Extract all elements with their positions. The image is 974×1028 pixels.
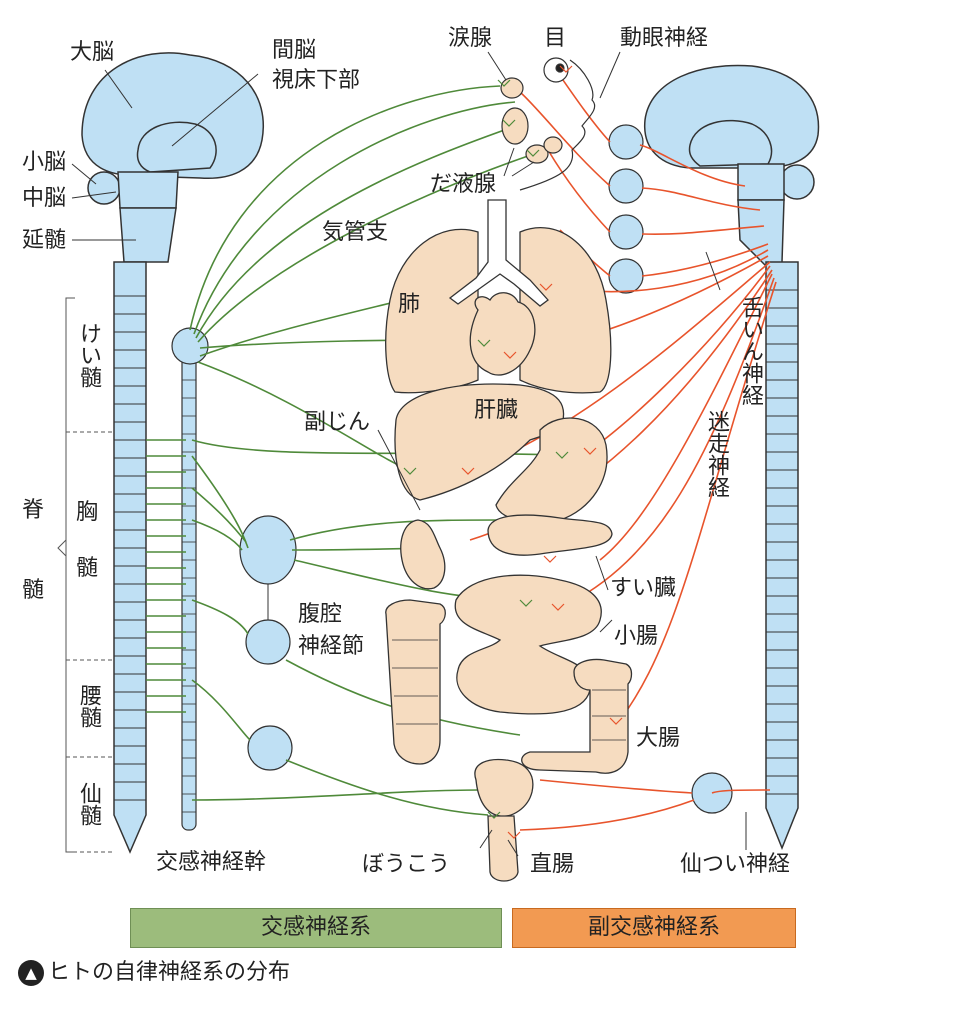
sublingual-gland bbox=[543, 136, 563, 154]
figure-caption: ▲ヒトの自律神経系の分布 bbox=[18, 958, 290, 988]
parasympathetic-synapse-marks bbox=[461, 65, 623, 839]
celiac-ganglion bbox=[239, 515, 297, 585]
label-salivary-gland: だ液腺 bbox=[430, 172, 497, 197]
right-diencephalon bbox=[688, 119, 773, 167]
inferior-mesenteric-ganglion bbox=[247, 725, 293, 771]
right-spinal-cord bbox=[765, 261, 799, 851]
label-bronchi: 気管支 bbox=[322, 220, 389, 245]
label-sympathetic-trunk: 交感神経幹 bbox=[156, 850, 267, 875]
left-cerebellum bbox=[87, 171, 121, 205]
label-large-intestine: 大腸 bbox=[636, 726, 681, 751]
label-cerebellum: 小脳 bbox=[22, 150, 67, 175]
mesenteric-ganglion bbox=[245, 619, 291, 665]
label-glossopharyngeal-nerve: 舌いん神経 bbox=[738, 296, 763, 406]
label-pancreas: すい臓 bbox=[610, 576, 677, 601]
descending-colon bbox=[521, 658, 633, 774]
left-spinal-cord bbox=[113, 261, 147, 854]
legend-parasympathetic: 副交感神経系 bbox=[512, 908, 796, 948]
label-bladder: ぼうこう bbox=[362, 852, 451, 877]
label-oculomotor-nerve: 動眼神経 bbox=[620, 26, 709, 51]
upper-leader-lines bbox=[487, 51, 621, 177]
label-lung: 肺 bbox=[398, 292, 421, 317]
abdominal-organs bbox=[385, 383, 633, 882]
eye-and-glands bbox=[500, 57, 569, 164]
left-kidney bbox=[400, 519, 446, 590]
label-sacral-nerve: 仙つい神経 bbox=[680, 852, 791, 877]
label-small-intestine: 小腸 bbox=[614, 624, 659, 649]
label-midbrain: 中脳 bbox=[22, 186, 67, 211]
label-cerebrum: 大脳 bbox=[70, 40, 115, 65]
heart bbox=[469, 292, 536, 376]
label-cervical-cord: けい髄 bbox=[76, 322, 101, 388]
sympathetic-trunk bbox=[171, 327, 209, 831]
left-midbrain bbox=[117, 171, 179, 209]
right-cerebrum bbox=[644, 64, 820, 169]
trachea bbox=[448, 199, 549, 307]
caption-marker-icon: ▲ bbox=[18, 960, 44, 986]
left-medulla bbox=[119, 207, 177, 263]
parotid-gland bbox=[501, 107, 529, 145]
label-liver: 肝臓 bbox=[474, 398, 519, 423]
label-spinal-cord-2: 髄 bbox=[22, 578, 45, 603]
label-lumbar-cord: 腰髄 bbox=[76, 684, 101, 728]
lungs bbox=[385, 199, 612, 394]
label-thoracic-cord-1: 胸 bbox=[76, 500, 99, 525]
right-medulla bbox=[737, 199, 785, 269]
label-diencephalon: 間脳 bbox=[272, 38, 317, 63]
spinal-region-dividers bbox=[57, 297, 112, 853]
label-celiac-1: 腹腔 bbox=[298, 602, 343, 627]
right-lung bbox=[519, 227, 612, 394]
label-sacral-cord: 仙髄 bbox=[76, 782, 101, 826]
sympathetic-synapse-marks bbox=[403, 79, 569, 819]
cranial-ganglia bbox=[608, 124, 733, 814]
bladder bbox=[474, 758, 534, 817]
label-adrenal: 副じん bbox=[304, 410, 371, 435]
left-brain bbox=[81, 52, 264, 854]
label-spinal-cord-1: 脊 bbox=[22, 498, 45, 523]
ascending-colon bbox=[385, 599, 446, 765]
label-thoracic-cord-2: 髄 bbox=[76, 556, 99, 581]
sympathetic-trunk-ticks bbox=[182, 379, 196, 813]
caption-text: ヒトの自律神経系の分布 bbox=[48, 960, 291, 985]
legend-sympathetic: 交感神経系 bbox=[130, 908, 502, 948]
label-vagus-nerve: 迷走神経 bbox=[704, 410, 729, 498]
face-profile bbox=[519, 59, 596, 191]
right-midbrain bbox=[737, 163, 785, 201]
right-brain bbox=[644, 64, 820, 851]
rectum bbox=[487, 815, 519, 882]
small-intestine bbox=[454, 574, 602, 715]
label-hypothalamus: 視床下部 bbox=[272, 68, 361, 93]
label-lacrimal-gland: 涙腺 bbox=[448, 26, 493, 51]
label-medulla: 延髄 bbox=[22, 228, 67, 253]
pancreas bbox=[487, 514, 613, 556]
submandibular-gland bbox=[525, 144, 549, 164]
colon-haustra bbox=[392, 639, 626, 741]
lacrimal-gland bbox=[500, 77, 524, 99]
label-eye: 目 bbox=[544, 26, 567, 51]
organ-leader-lines bbox=[377, 251, 721, 857]
left-leader-lines bbox=[71, 69, 259, 241]
left-diencephalon bbox=[136, 121, 217, 173]
right-cerebellum bbox=[779, 164, 815, 200]
label-rectum: 直腸 bbox=[530, 852, 575, 877]
label-celiac-2: 神経節 bbox=[298, 634, 365, 659]
right-spinal-segments bbox=[766, 289, 798, 795]
left-spinal-segments bbox=[114, 295, 146, 801]
celiac-ganglia bbox=[239, 515, 297, 771]
